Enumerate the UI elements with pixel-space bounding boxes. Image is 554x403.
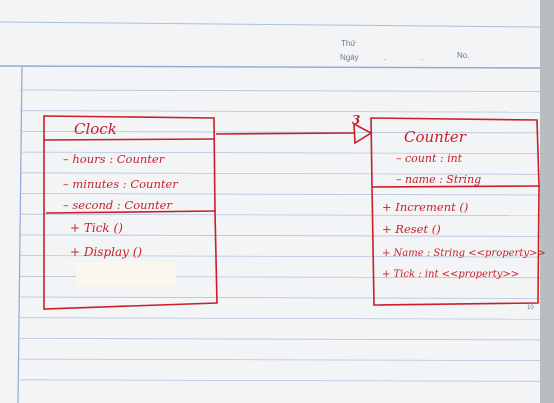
clock-class-box (42, 115, 218, 310)
multiplicity-label: 3 (352, 113, 360, 127)
header-bottom-line (0, 65, 541, 69)
counter-operation: + Reset () (382, 222, 441, 236)
clock-operation: + Tick () (70, 221, 123, 235)
date-dot-1: . (384, 53, 386, 62)
ruled-line (19, 337, 541, 341)
ruled-line (19, 234, 541, 237)
correction-tape (76, 262, 176, 286)
ruled-line (19, 193, 541, 196)
counter-operation: + Name : String <<property>> (382, 248, 546, 259)
counter-attribute: – count : int (396, 152, 463, 165)
counter-attr-divider (371, 185, 541, 188)
paper-edge-shadow (540, 0, 554, 403)
clock-operation: + Display () (70, 245, 142, 259)
no-label: No. (457, 51, 469, 60)
clock-attribute: – second : Counter (63, 198, 173, 212)
counter-box-outline (370, 117, 540, 306)
clock-attribute: – hours : Counter (63, 152, 166, 166)
day-label: Thứ (341, 39, 356, 48)
ruled-line (19, 296, 541, 299)
association-arrow (215, 122, 373, 145)
ruled-line (19, 151, 541, 155)
ruled-line (19, 172, 541, 175)
ruled-line (19, 317, 541, 320)
clock-name-divider (42, 138, 216, 141)
paper-sheet (0, 0, 540, 403)
clock-box-outline (43, 115, 218, 310)
ruled-line (19, 213, 541, 217)
header-top-line (0, 21, 541, 28)
counter-class-name: Counter (404, 128, 467, 146)
clock-class-name: Clock (74, 120, 117, 138)
counter-attribute: – name : String (396, 173, 481, 186)
date-label: Ngày (340, 53, 359, 62)
ruled-line (19, 130, 541, 134)
counter-operation: + Tick : int <<property>> (382, 269, 519, 280)
page-number: 10 (527, 305, 534, 311)
ruled-line (19, 358, 541, 362)
association-line (215, 132, 355, 135)
counter-operation: + Increment () (382, 200, 468, 214)
counter-class-box (370, 117, 541, 306)
ruled-line (19, 89, 541, 92)
ruled-lines (19, 89, 541, 382)
clock-attr-divider (45, 210, 217, 214)
margin-line (17, 65, 23, 403)
clock-attribute: – minutes : Counter (63, 177, 179, 191)
date-dot-2: . (421, 53, 423, 62)
hollow-arrowhead (353, 122, 373, 145)
ruled-line (19, 379, 541, 382)
ruled-line (19, 255, 541, 258)
ruled-line (19, 110, 541, 113)
